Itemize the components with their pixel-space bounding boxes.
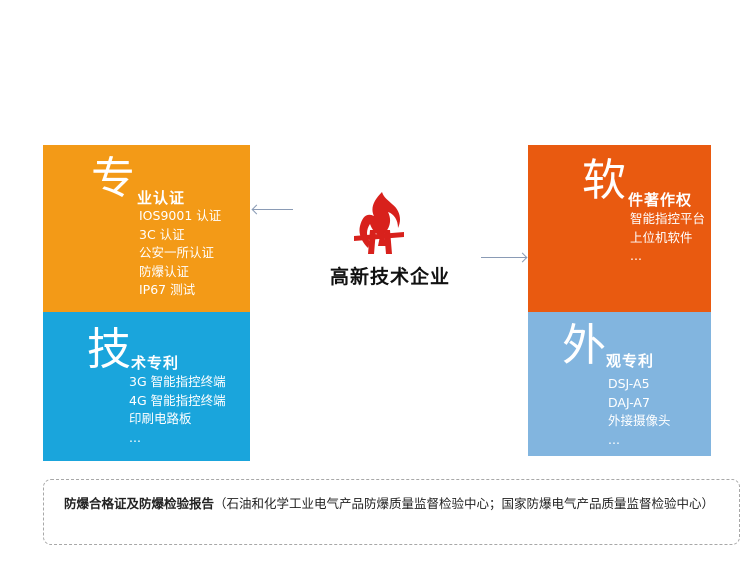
- list-item: 印刷电路板: [129, 411, 192, 426]
- list-item: ...: [630, 248, 642, 263]
- list-item: ...: [129, 429, 141, 445]
- panel-item-list: 3G 智能指控终端 4G 智能指控终端 印刷电路板 ...: [129, 373, 226, 447]
- panel-item-list: 智能指控平台 上位机软件 ...: [630, 210, 705, 266]
- list-item: 3G 智能指控终端: [129, 374, 226, 389]
- list-item: 4G 智能指控终端: [129, 392, 226, 408]
- list-item: IP67 测试: [139, 282, 196, 297]
- panel-big-char: 专: [91, 153, 135, 204]
- report-detail: （石油和化学工业电气产品防爆质量监督检验中心；国家防爆电气产品质量监督检验中心）: [214, 496, 715, 511]
- panel-technical-patents: 技 术专利 3G 智能指控终端 4G 智能指控终端 印刷电路板 ...: [43, 312, 250, 461]
- report-title: 防爆合格证及防爆检验报告: [64, 496, 215, 511]
- panel-software-copyright: 软 件著作权 智能指控平台 上位机软件 ...: [528, 145, 711, 312]
- arrow-left-icon: [253, 209, 293, 210]
- high-tech-enterprise-logo-icon: [354, 192, 404, 254]
- panel-design-patents: 外 观专利 DSJ-A5 DAJ-A7 外接摄像头 ...: [528, 312, 711, 456]
- list-item: 3C 认证: [139, 226, 185, 242]
- list-item: ...: [608, 431, 620, 447]
- panel-title: 业认证: [137, 189, 186, 207]
- list-item: 防爆认证: [139, 263, 190, 279]
- list-item: DAJ-A7: [608, 394, 650, 410]
- panel-big-char: 外: [562, 320, 606, 371]
- list-item: DSJ-A5: [608, 376, 650, 391]
- panel-big-char: 技: [87, 324, 131, 375]
- arrow-right-icon: [481, 257, 526, 258]
- panel-item-list: DSJ-A5 DAJ-A7 外接摄像头 ...: [608, 375, 671, 449]
- report-note-box: 防爆合格证及防爆检验报告（石油和化学工业电气产品防爆质量监督检验中心；国家防爆电…: [43, 479, 740, 545]
- panel-item-list: IOS9001 认证 3C 认证 公安一所认证 防爆认证 IP67 测试: [139, 207, 221, 300]
- list-item: 公安一所认证: [139, 245, 215, 260]
- list-item: IOS9001 认证: [139, 208, 222, 223]
- list-item: 智能指控平台: [630, 211, 706, 226]
- center-title: 高新技术企业: [329, 266, 450, 288]
- panel-title: 术专利: [131, 354, 180, 372]
- panel-professional-certification: 专 业认证 IOS9001 认证 3C 认证 公安一所认证 防爆认证 IP67 …: [43, 145, 250, 312]
- list-item: 上位机软件: [630, 229, 693, 245]
- list-item: 外接摄像头: [608, 413, 671, 428]
- panel-big-char: 软: [582, 155, 626, 206]
- panel-title: 件著作权: [628, 191, 693, 209]
- panel-title: 观专利: [606, 352, 655, 370]
